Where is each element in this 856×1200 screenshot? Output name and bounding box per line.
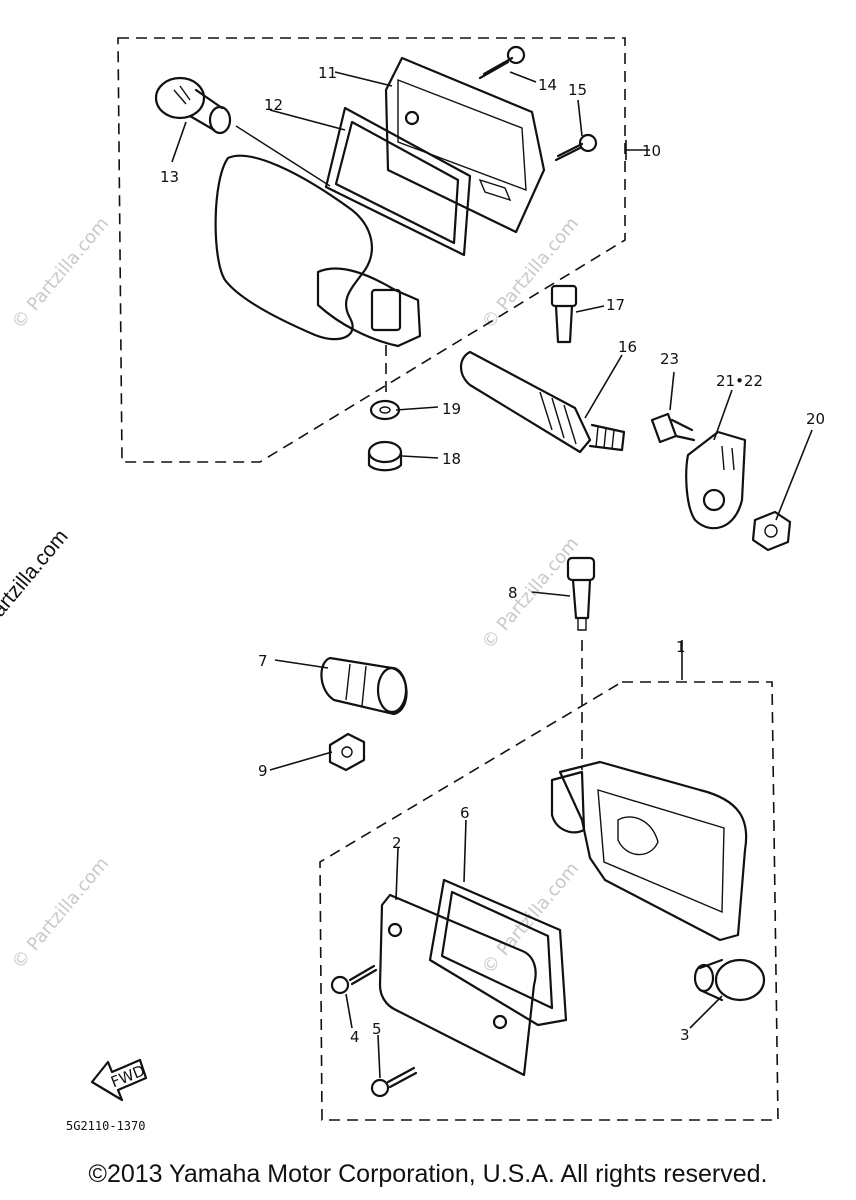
screw-14 <box>478 45 526 80</box>
callout-23: 23 <box>660 350 679 368</box>
screw-5 <box>370 1066 418 1098</box>
callout-10: 10 <box>642 142 661 160</box>
upper-housing <box>214 154 422 348</box>
washer-19 <box>369 399 401 421</box>
gasket-6 <box>428 878 568 1027</box>
lens-2 <box>378 893 537 1077</box>
callout-7: 7 <box>258 652 268 670</box>
screw-15 <box>554 133 598 162</box>
bulb-3 <box>693 958 766 1002</box>
screw-4 <box>330 964 378 995</box>
bolt-23 <box>650 412 696 444</box>
callout-9: 9 <box>258 762 268 780</box>
callout-5: 5 <box>372 1020 382 1038</box>
background-watermarks: © Partzilla.com © Partzilla.com © Partzi… <box>8 213 583 978</box>
callout-8: 8 <box>508 584 518 602</box>
callout-12: 12 <box>264 96 283 114</box>
watermark-faint: © Partzilla.com <box>478 533 583 653</box>
callout-4: 4 <box>350 1028 360 1046</box>
bulb-13 <box>154 76 232 135</box>
watermark-faint: © Partzilla.com <box>8 213 113 333</box>
axis-line <box>235 125 331 187</box>
bolt-8 <box>566 556 596 631</box>
callout-1: 1 <box>676 638 686 656</box>
front-direction-arrow: FWD <box>90 1058 147 1102</box>
leader-lines <box>171 71 813 1079</box>
stalk-16 <box>459 350 626 454</box>
callout-11: 11 <box>318 64 337 82</box>
callout-20: 20 <box>806 410 825 428</box>
nut-20 <box>751 510 792 552</box>
lower-housing <box>550 760 748 942</box>
bolt-17 <box>550 284 578 344</box>
watermark-faint: © Partzilla.com <box>478 213 583 333</box>
callout-3: 3 <box>680 1026 690 1044</box>
callout-16: 16 <box>618 338 637 356</box>
callout-2: 2 <box>392 834 402 852</box>
callout-14: 14 <box>538 76 557 94</box>
bracket-21-22 <box>685 430 747 530</box>
callout-labels: 11 12 13 14 15 10 17 16 23 21•22 19 20 1… <box>160 64 825 1046</box>
nut-9 <box>328 732 366 772</box>
callout-19: 19 <box>442 400 461 418</box>
part-code: 5G2110-1370 <box>66 1119 145 1133</box>
lens-11 <box>384 56 546 234</box>
callout-13: 13 <box>160 168 179 186</box>
watermark-faint: © Partzilla.com <box>8 853 113 973</box>
callout-17: 17 <box>606 296 625 314</box>
callout-18: 18 <box>442 450 461 468</box>
assembly-10-boundary <box>117 37 626 463</box>
copyright-footer: ©2013 Yamaha Motor Corporation, U.S.A. A… <box>88 1160 768 1188</box>
callout-21-22: 21•22 <box>716 372 763 390</box>
nut-18 <box>367 440 403 472</box>
rubber-7 <box>320 656 408 716</box>
assembly-1-boundary <box>319 681 779 1121</box>
callout-15: 15 <box>568 81 587 99</box>
callout-6: 6 <box>460 804 470 822</box>
exploded-parts-diagram: © Partzilla.com © Partzilla.com © Partzi… <box>8 37 825 1133</box>
